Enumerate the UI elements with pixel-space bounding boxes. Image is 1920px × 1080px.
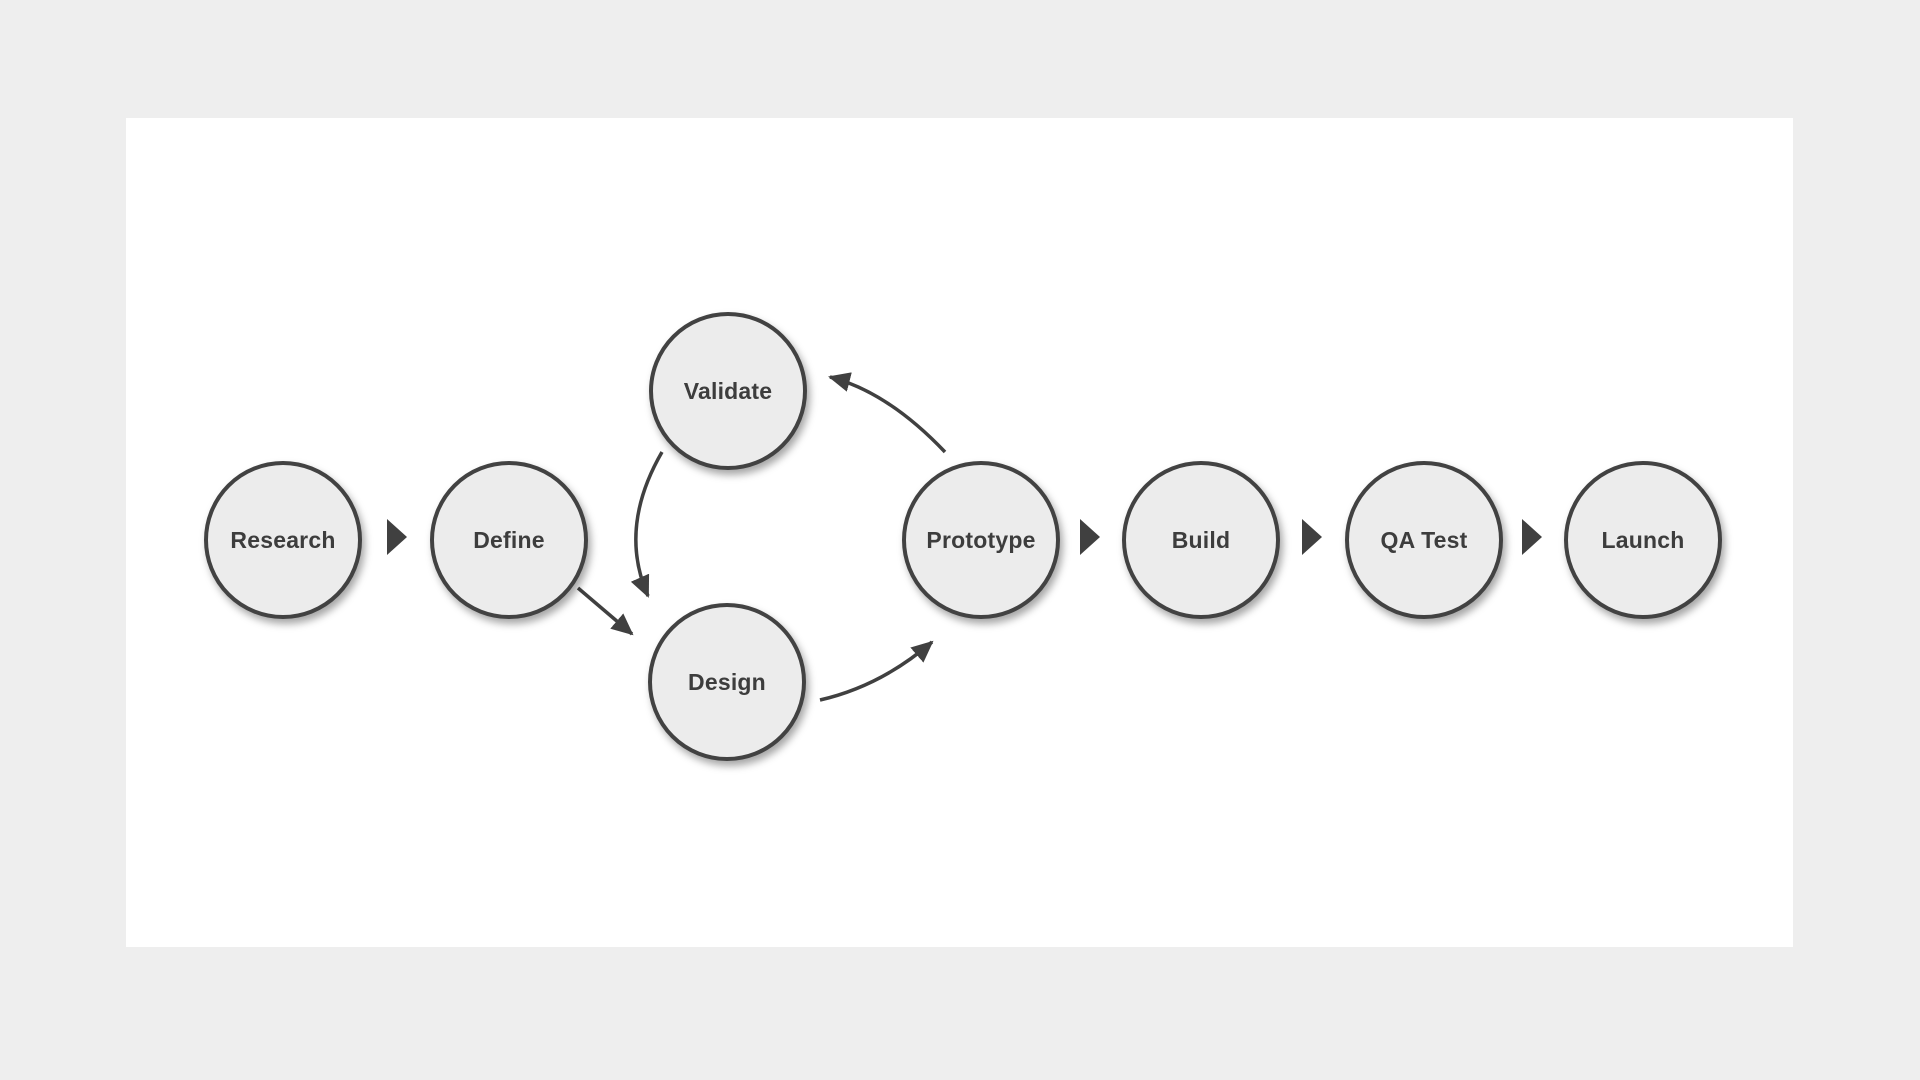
- node-qa-test: QA Test: [1345, 461, 1503, 619]
- node-build: Build: [1122, 461, 1280, 619]
- node-validate-label: Validate: [683, 377, 773, 404]
- node-build-label: Build: [1171, 526, 1231, 553]
- node-validate: Validate: [649, 312, 807, 470]
- node-launch-label: Launch: [1601, 526, 1685, 553]
- node-research: Research: [204, 461, 362, 619]
- node-qa-test-label: QA Test: [1380, 526, 1468, 553]
- node-prototype-label: Prototype: [926, 526, 1036, 553]
- node-research-label: Research: [230, 526, 336, 553]
- node-launch: Launch: [1564, 461, 1722, 619]
- node-define-label: Define: [473, 526, 545, 553]
- node-define: Define: [430, 461, 588, 619]
- node-prototype: Prototype: [902, 461, 1060, 619]
- node-design-label: Design: [688, 668, 766, 695]
- node-design: Design: [648, 603, 806, 761]
